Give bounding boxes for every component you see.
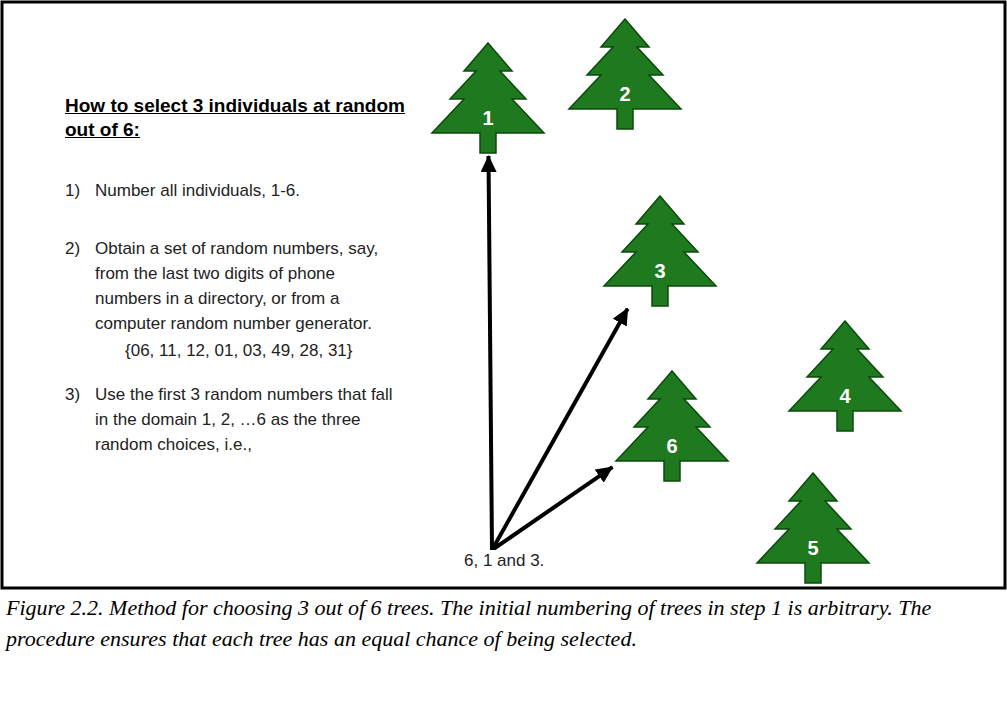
tree-shape [789,321,901,431]
step-number: 3) [65,382,93,407]
figure-caption: Figure 2.2. Method for choosing 3 out of… [6,592,1001,654]
tree-symbol [602,195,718,307]
tree-number: 4 [787,384,903,408]
tree-shape [604,196,716,306]
tree-number: 5 [755,536,871,560]
tree-symbol [755,472,871,584]
tree-node: 1 [430,42,546,154]
tree-number: 1 [430,106,546,130]
tree-symbol [430,42,546,154]
selection-arrow [489,156,493,550]
selection-arrow [492,309,628,550]
step-number: 1) [65,178,93,203]
tree-symbol [787,320,903,432]
tree-node: 3 [602,195,718,307]
frame-border [2,2,1005,588]
tree-shape [616,371,728,481]
selection-arrow [492,467,612,550]
random-number-set: {06, 11, 12, 01, 03, 49, 28, 31} [125,338,415,363]
result-text: 6, 1 and 3. [462,550,546,572]
tree-shape [432,43,544,153]
tree-shape [569,19,681,129]
tree-node: 4 [787,320,903,432]
tree-number: 3 [602,259,718,283]
step-text: Number all individuals, 1-6. [95,178,400,203]
tree-node: 2 [567,18,683,130]
tree-number: 2 [567,82,683,106]
step-number: 2) [65,236,93,261]
tree-number: 6 [614,434,730,458]
diagram-title: How to select 3 individuals at random ou… [65,94,410,142]
step-text: Use the first 3 random numbers that fall… [95,382,400,457]
step-text: Obtain a set of random numbers, say, fro… [95,236,400,336]
tree-shape [757,473,869,583]
result-text-node: 6, 1 and 3. [462,550,546,572]
tree-node: 6 [614,370,730,482]
tree-symbol [567,18,683,130]
tree-symbol [614,370,730,482]
tree-node: 5 [755,472,871,584]
